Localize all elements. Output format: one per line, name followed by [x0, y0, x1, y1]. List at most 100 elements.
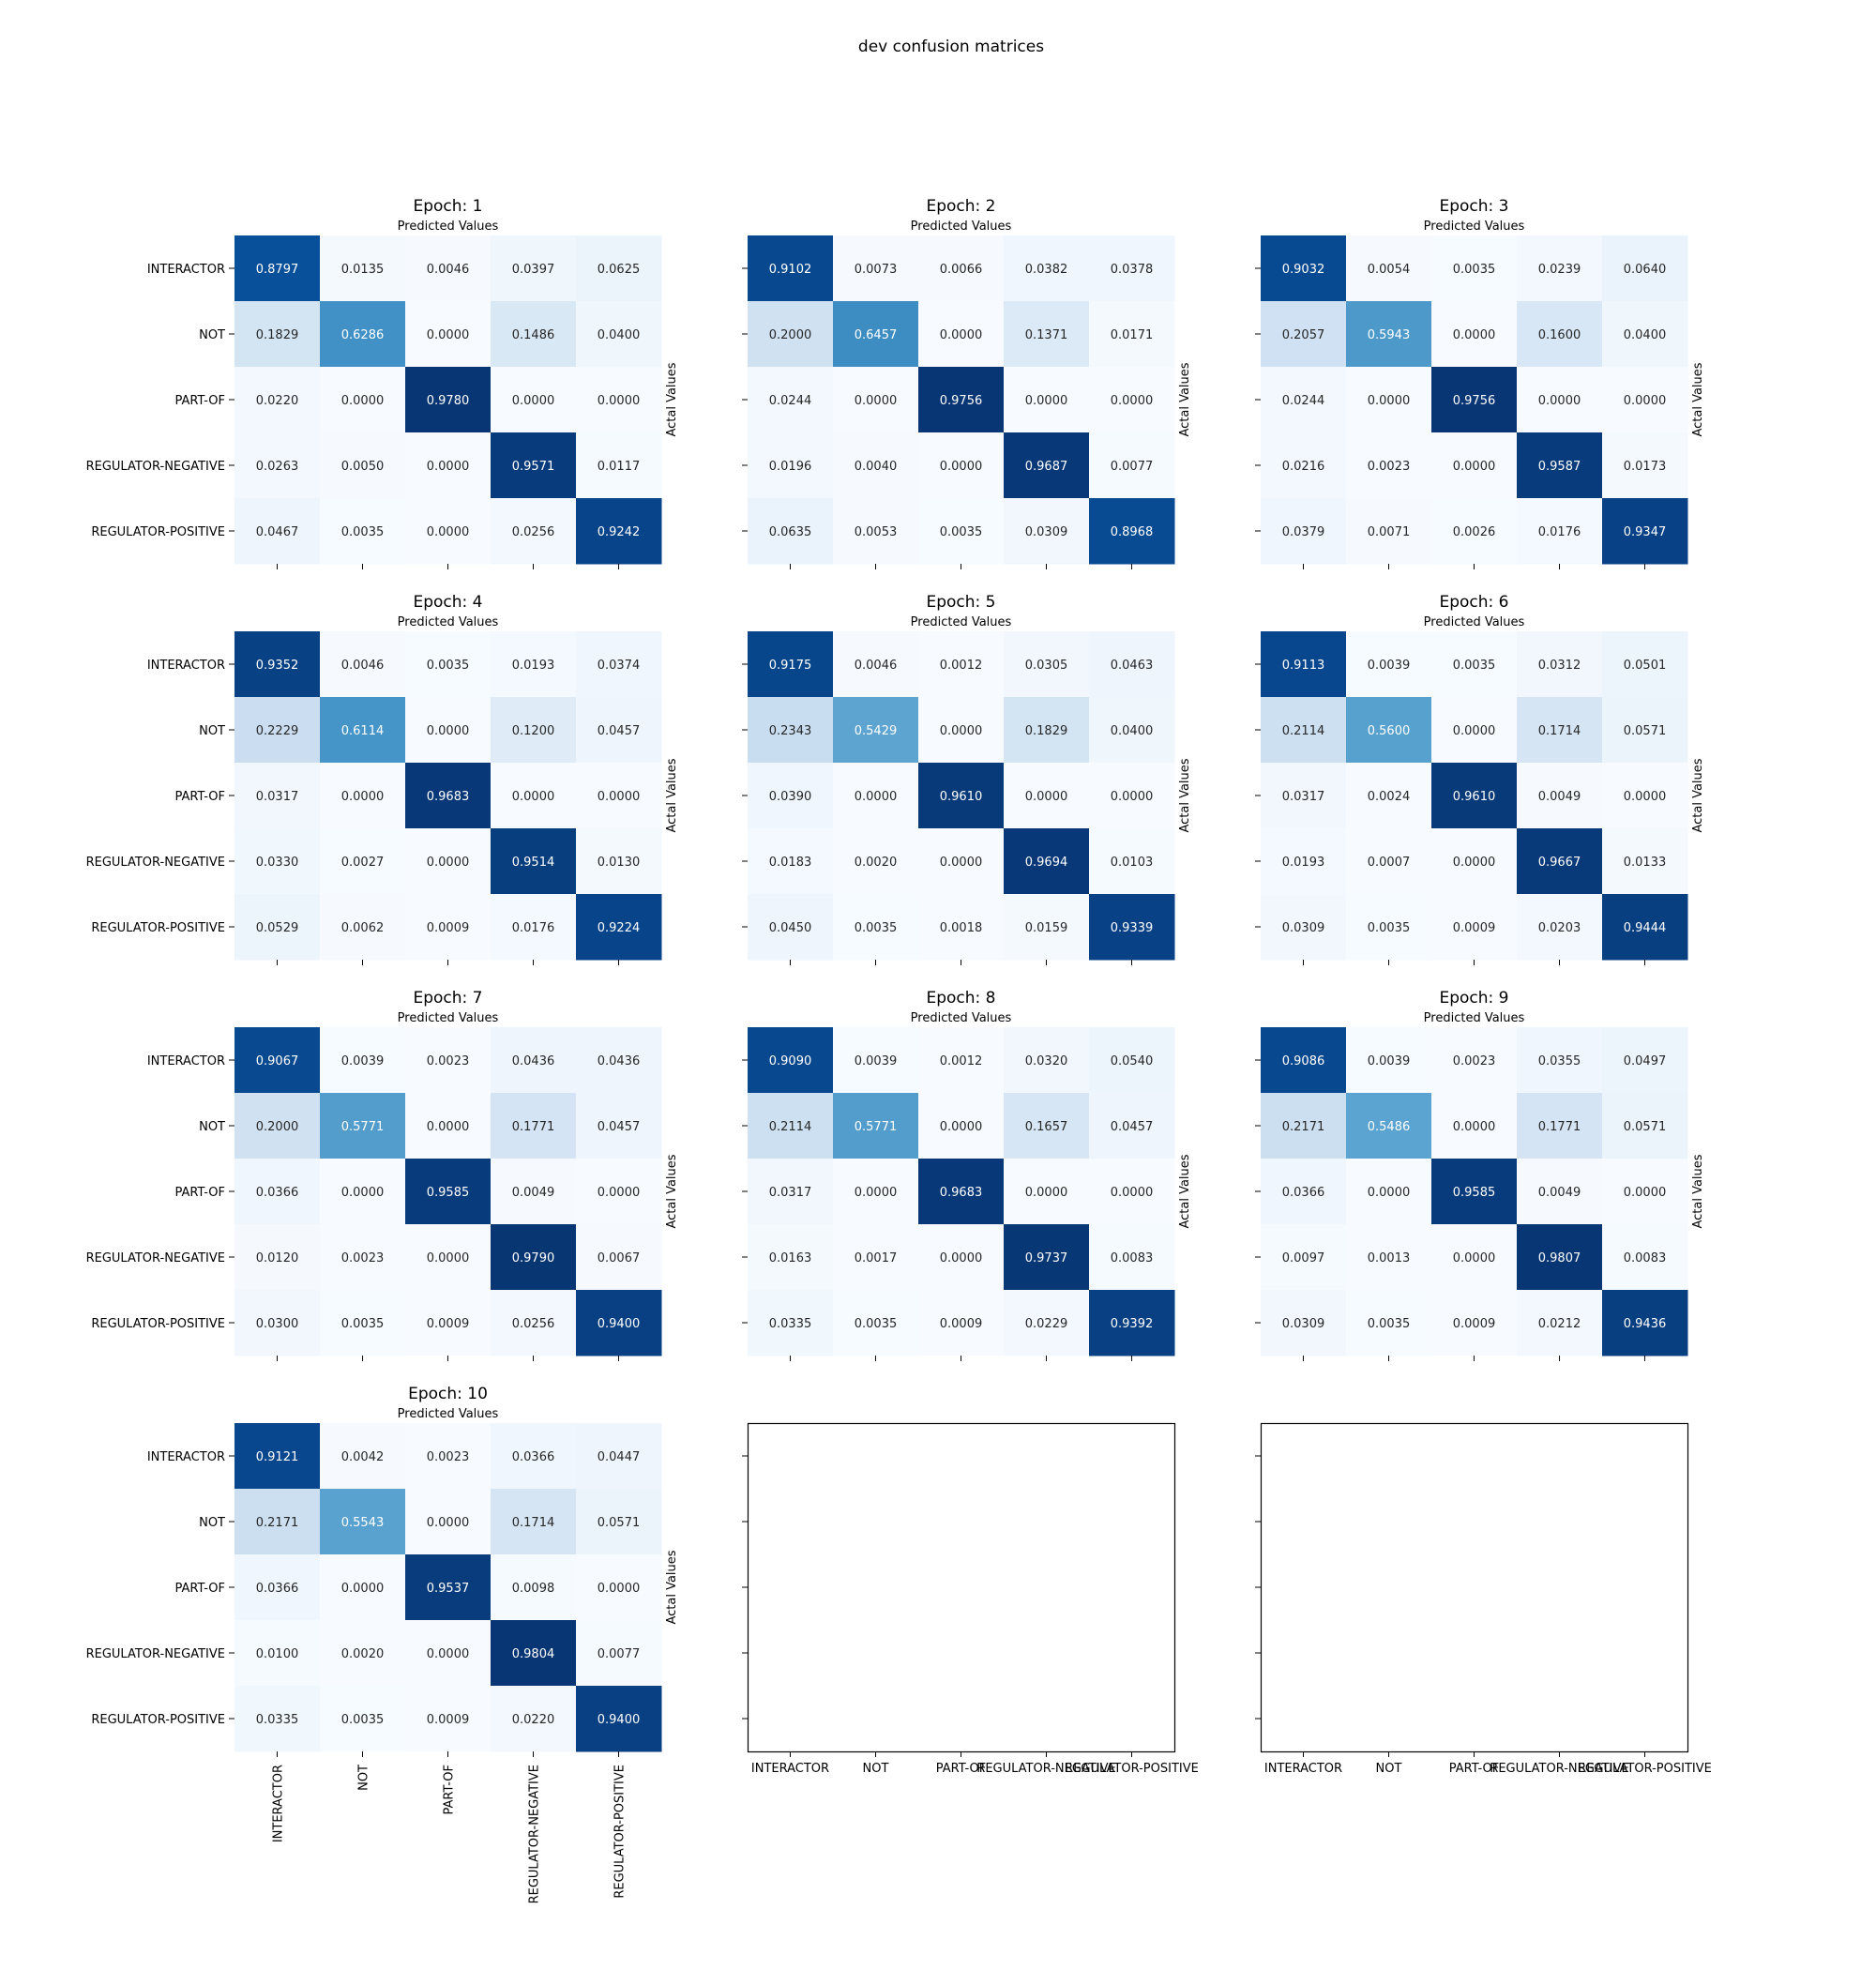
heatmap-cell	[1089, 432, 1175, 499]
heatmap-cell	[1089, 1159, 1175, 1225]
cell-value-label: 0.0035	[341, 1317, 385, 1331]
heatmap-cell	[1089, 631, 1175, 698]
heatmap-cell	[1261, 367, 1347, 433]
cell-value-label: 0.0097	[1282, 1251, 1325, 1265]
cell-value-label: 0.0039	[1368, 1054, 1411, 1068]
cell-value-label: 0.0000	[1453, 1120, 1496, 1134]
heatmap-cell	[1346, 1224, 1432, 1291]
heatmap-cell	[1517, 432, 1603, 499]
cell-value-label: 0.0000	[940, 328, 983, 342]
heatmap-cell	[1517, 1159, 1603, 1225]
panel-title: Epoch: 2	[926, 197, 995, 216]
empty-axes-frame	[1260, 1422, 1689, 1753]
heatmap-cell	[1004, 631, 1090, 698]
heatmap-cell	[320, 631, 406, 698]
heatmap-cell	[1346, 1027, 1432, 1094]
cell-value-label: 0.0000	[427, 1251, 470, 1265]
cell-value-label: 0.9514	[512, 856, 555, 870]
cell-value-label: 0.0529	[256, 921, 299, 935]
cell-value-label: 0.0012	[940, 659, 983, 673]
cell-value-label: 0.0000	[855, 394, 898, 408]
x-tick-label: NOT	[1376, 1762, 1402, 1776]
y-tick-label: PART-OF	[175, 1186, 226, 1200]
heatmap-cell	[1004, 763, 1090, 829]
cell-value-label: 0.0000	[341, 394, 385, 408]
cell-value-label: 0.1829	[256, 328, 299, 342]
heatmap-cell	[234, 1290, 321, 1356]
heatmap-cell	[1004, 1290, 1090, 1356]
heatmap-cell	[320, 1224, 406, 1291]
heatmap-cell	[1517, 367, 1603, 433]
cell-value-label: 0.0400	[1111, 724, 1154, 738]
cell-value-label: 0.0317	[1282, 790, 1325, 804]
cell-value-label: 0.0000	[341, 1186, 385, 1200]
cell-value-label: 0.0000	[1111, 790, 1154, 804]
heatmap-cell	[1261, 498, 1347, 565]
heatmap-cell	[1431, 1159, 1518, 1225]
heatmap-cell	[1517, 828, 1603, 895]
cell-value-label: 0.0000	[1111, 394, 1154, 408]
heatmap-cell	[1346, 631, 1432, 698]
heatmap-cell	[1261, 828, 1347, 895]
heatmap-cell	[833, 301, 919, 368]
heatmap-cell	[833, 1159, 919, 1225]
cell-value-label: 0.9175	[769, 659, 812, 673]
heatmap-cell	[491, 631, 577, 698]
cell-value-label: 0.0501	[1624, 659, 1667, 673]
cell-value-label: 0.5771	[341, 1120, 385, 1134]
cell-value-label: 0.0100	[256, 1647, 299, 1661]
heatmap-cell	[234, 367, 321, 433]
heatmap-cell	[491, 301, 577, 368]
panel-title: Epoch: 4	[413, 593, 482, 612]
y-tick-label: NOT	[199, 724, 225, 738]
cell-value-label: 0.0117	[598, 460, 641, 474]
heatmap-cell	[833, 235, 919, 302]
heatmap-cell	[491, 828, 577, 895]
heatmap-cell	[576, 1224, 662, 1291]
heatmap-cell	[1004, 432, 1090, 499]
cell-value-label: 0.0320	[1025, 1054, 1068, 1068]
cell-value-label: 0.2000	[256, 1120, 299, 1134]
cell-value-label: 0.9585	[1453, 1186, 1496, 1200]
cell-value-label: 0.1771	[1538, 1120, 1581, 1134]
cell-value-label: 0.0046	[427, 263, 470, 277]
x-axis-label: Predicted Values	[1424, 220, 1525, 234]
y-tick-label: REGULATOR-POSITIVE	[91, 1317, 225, 1331]
heatmap-cell	[1346, 763, 1432, 829]
panel-title: Epoch: 10	[408, 1385, 488, 1403]
heatmap-cell	[234, 631, 321, 698]
cell-value-label: 0.0540	[1111, 1054, 1154, 1068]
cell-value-label: 0.0000	[427, 856, 470, 870]
heatmap-cell	[1346, 1290, 1432, 1356]
y-tick-label: INTERACTOR	[147, 1054, 225, 1068]
cell-value-label: 0.0130	[598, 856, 641, 870]
cell-value-label: 0.1600	[1538, 328, 1581, 342]
cell-value-label: 0.0042	[341, 1450, 385, 1464]
heatmap-cell	[576, 1423, 662, 1490]
cell-value-label: 0.9610	[940, 790, 983, 804]
cell-value-label: 0.0035	[855, 1317, 898, 1331]
heatmap-cell	[918, 1027, 1005, 1094]
cell-value-label: 0.9585	[427, 1186, 470, 1200]
heatmap-cell	[1089, 367, 1175, 433]
cell-value-label: 0.9102	[769, 263, 812, 277]
cell-value-label: 0.0400	[598, 328, 641, 342]
heatmap-cell	[491, 763, 577, 829]
cell-value-label: 0.9667	[1538, 856, 1581, 870]
cell-value-label: 0.9032	[1282, 263, 1325, 277]
heatmap-cell	[833, 697, 919, 764]
cell-value-label: 0.0000	[427, 1516, 470, 1530]
cell-value-label: 0.0000	[598, 1582, 641, 1596]
cell-value-label: 0.9242	[598, 525, 641, 539]
cell-value-label: 0.0171	[1111, 328, 1154, 342]
cell-value-label: 0.0020	[855, 856, 898, 870]
heatmap-cell	[918, 763, 1005, 829]
cell-value-label: 0.0066	[940, 263, 983, 277]
heatmap-cell	[1346, 432, 1432, 499]
cell-value-label: 0.9737	[1025, 1251, 1068, 1265]
heatmap-cell	[833, 498, 919, 565]
heatmap-cell	[918, 301, 1005, 368]
cell-value-label: 0.0000	[512, 394, 555, 408]
